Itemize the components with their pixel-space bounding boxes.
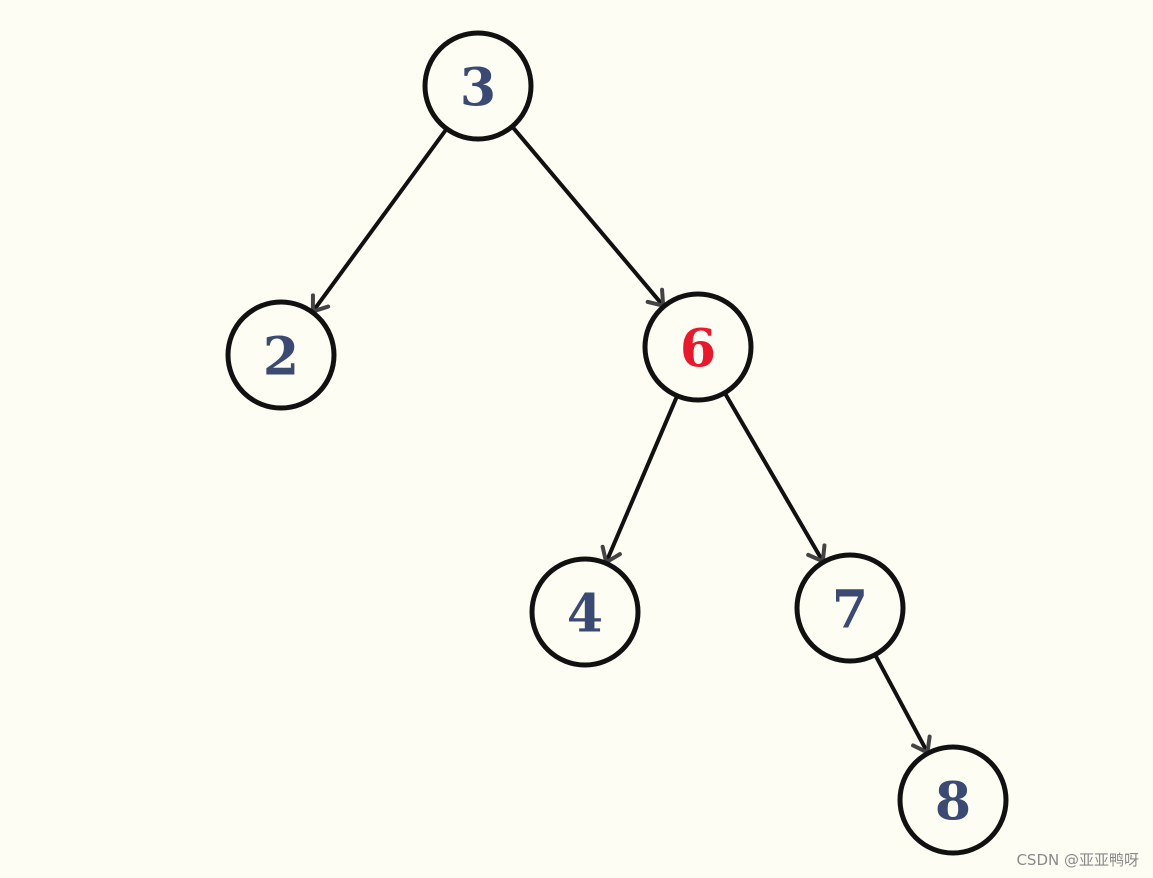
tree-node-7: 7 [794, 552, 906, 664]
edge-n7-n8 [874, 654, 932, 755]
node-circle [225, 299, 337, 411]
node-label: 4 [567, 584, 603, 645]
edge-n3-n2 [310, 128, 448, 314]
node-circle [422, 30, 534, 142]
node-label: 2 [263, 327, 299, 388]
tree-node-8: 8 [897, 744, 1009, 856]
nodes-layer: 3 2 6 4 7 8 [225, 30, 1009, 856]
edge-line [874, 654, 930, 755]
node-label: 6 [680, 319, 716, 380]
node-label: 3 [460, 58, 496, 119]
watermark-text: CSDN @亚亚鸭呀 [1016, 851, 1139, 869]
tree-node-2: 2 [225, 299, 337, 411]
node-circle [794, 552, 906, 664]
node-circle [642, 291, 754, 403]
edge-line [604, 395, 679, 565]
edge-line [511, 126, 666, 308]
node-label: 7 [832, 580, 868, 641]
tree-node-6: 6 [642, 291, 754, 403]
tree-node-4: 4 [529, 556, 641, 668]
node-circle [897, 744, 1009, 856]
tree-node-3: 3 [422, 30, 534, 142]
edge-n6-n4 [600, 395, 679, 565]
edge-line [310, 128, 448, 314]
node-label: 8 [935, 772, 971, 833]
node-circle [529, 556, 641, 668]
edge-n6-n7 [723, 392, 827, 564]
edge-n3-n6 [511, 126, 666, 308]
edge-line [723, 392, 825, 564]
edges-layer [310, 126, 932, 755]
